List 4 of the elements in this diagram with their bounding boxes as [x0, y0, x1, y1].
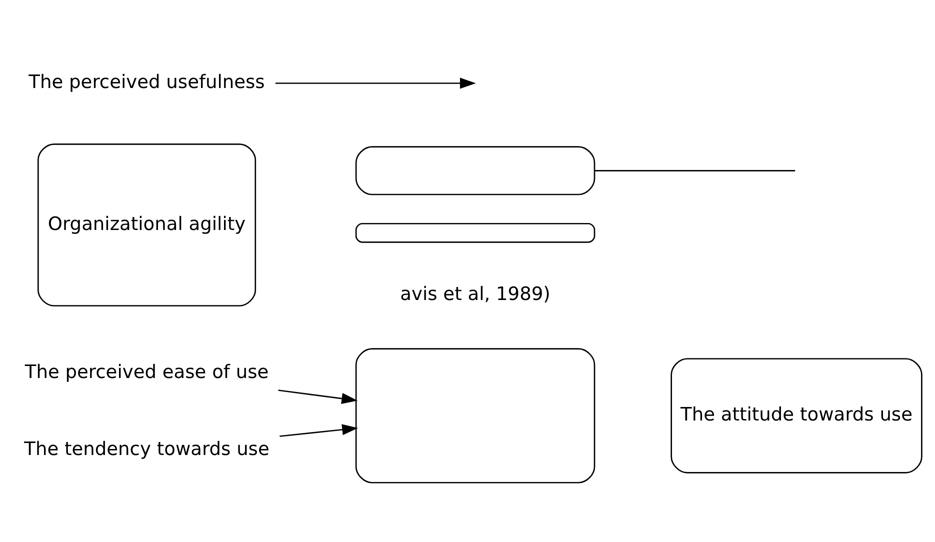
node-text: The perceived usefulness — [28, 72, 264, 94]
label: avis et al, 1989) — [400, 284, 550, 306]
node-text: The tendency towards use — [24, 439, 269, 460]
node-text: The perceived ease of use — [24, 362, 268, 384]
